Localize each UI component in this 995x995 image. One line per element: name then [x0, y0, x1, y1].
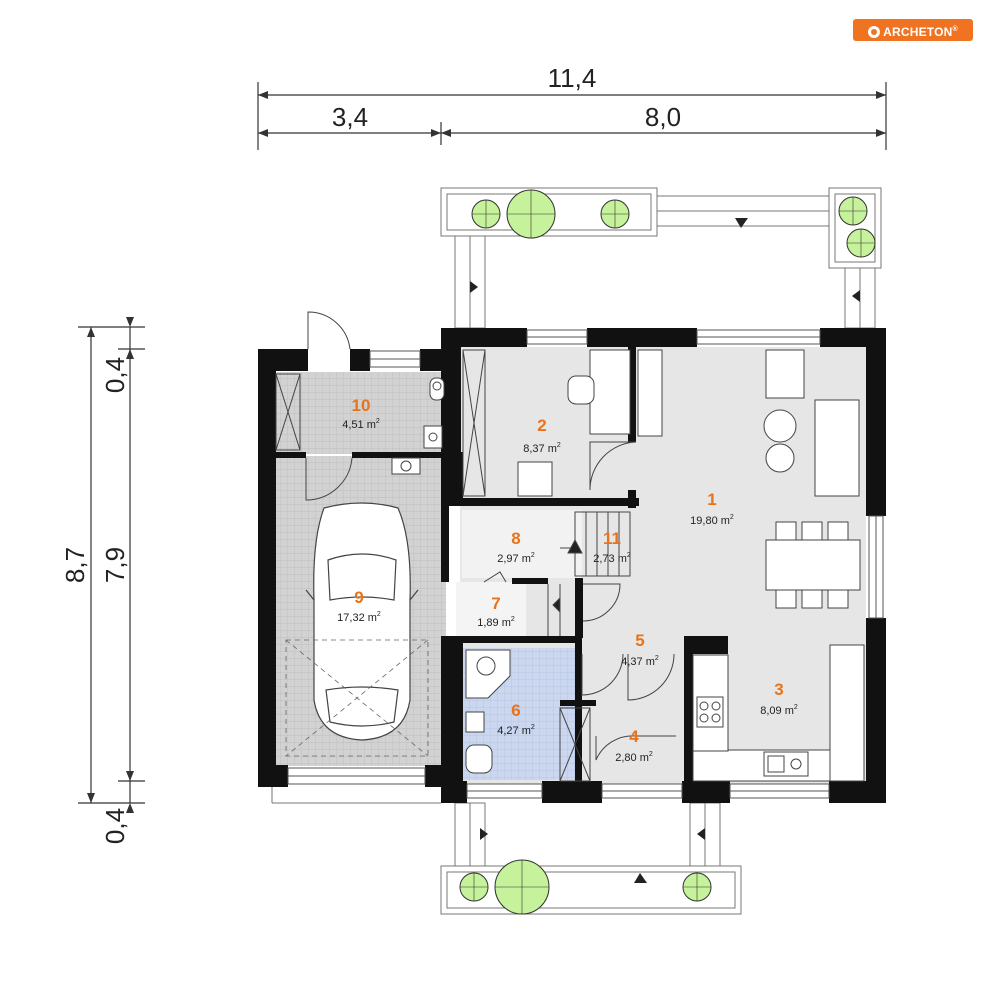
- coffee-table-2: [765, 443, 795, 473]
- toilet-room10: [429, 377, 445, 401]
- bath-toilet: [465, 744, 493, 774]
- kitchen-counter-right: [829, 644, 865, 782]
- room-8-area: 2,97 m2: [497, 552, 535, 565]
- brand-name: ARCHETON: [883, 25, 953, 39]
- room-3-number: 3: [774, 680, 783, 699]
- room-4-area: 2,80 m2: [615, 751, 653, 764]
- room-4-number: 4: [629, 727, 639, 746]
- room-7-area: 1,89 m2: [477, 616, 515, 629]
- dim-left-inner: 7,9: [100, 547, 130, 583]
- archeton-logo: ARCHETON®: [853, 19, 973, 41]
- terrace-bottom: [271, 787, 742, 915]
- room-5-area: 4,37 m2: [621, 655, 659, 668]
- room-5-number: 5: [635, 631, 644, 650]
- room-labels: 1 19,80 m2 2 8,37 m2 3 8,09 m2 4 2,80 m2…: [337, 396, 798, 764]
- terrace-top: [440, 187, 882, 329]
- garage-sink: [391, 457, 421, 475]
- dim-top-right: 8,0: [645, 102, 681, 132]
- brand-registered: ®: [952, 26, 958, 33]
- furniture-details: [400, 381, 802, 773]
- dim-top-total: 11,4: [548, 63, 597, 93]
- room-3-area: 8,09 m2: [760, 704, 798, 717]
- dining-chair: [775, 521, 797, 541]
- room-2-number: 2: [537, 416, 546, 435]
- bath-sink: [465, 711, 485, 733]
- armchair-living: [765, 349, 805, 399]
- kitchen-counter-bottom: [692, 749, 831, 782]
- dining-chair: [775, 589, 797, 609]
- door-swings: [305, 311, 676, 761]
- dining-chair: [801, 521, 823, 541]
- room-6-number: 6: [511, 701, 520, 720]
- walls: [258, 328, 886, 803]
- shelf: [637, 349, 663, 437]
- dimension-arrows: [87, 91, 886, 813]
- entrance-arrows: [470, 218, 860, 883]
- room-1-number: 1: [707, 490, 716, 509]
- dining-chair: [827, 589, 849, 609]
- garage-door-trace: [285, 639, 429, 757]
- room-9-number: 9: [354, 588, 363, 607]
- dim-left-top: 0,4: [100, 357, 130, 393]
- room-1-area: 19,80 m2: [690, 514, 734, 527]
- room-8-number: 8: [511, 529, 520, 548]
- room-6-area: 4,27 m2: [497, 724, 535, 737]
- coffee-table: [763, 409, 797, 443]
- room-11-number: 11: [603, 529, 621, 548]
- wardrobes: [275, 349, 591, 782]
- sink-room10: [423, 425, 443, 449]
- sofa: [814, 399, 860, 497]
- room-2-area: 8,37 m2: [523, 442, 561, 455]
- plant-leaf-lines: [460, 190, 875, 914]
- office-chair: [567, 375, 595, 405]
- staircase: [547, 511, 631, 636]
- dim-top-left: 3,4: [332, 102, 368, 132]
- archeton-logo-icon: [868, 26, 881, 38]
- dining-chair: [827, 521, 849, 541]
- room-10-number: 10: [352, 396, 371, 415]
- dining-chair: [801, 589, 823, 609]
- cooktop: [696, 696, 724, 728]
- room-11-area: 2,73 m2: [593, 552, 631, 565]
- room-7-number: 7: [491, 594, 500, 613]
- dim-left-total: 8,7: [60, 547, 90, 583]
- car-icon: [305, 502, 419, 741]
- window-panes: [288, 336, 877, 792]
- dim-left-bottom: 0,4: [100, 808, 130, 844]
- armchair-room2: [517, 461, 553, 497]
- shower: [465, 649, 511, 699]
- desk: [589, 349, 631, 435]
- dimension-lines: [78, 82, 887, 804]
- room-9-area: 17,32 m2: [337, 611, 381, 624]
- room-10-area: 4,51 m2: [342, 418, 380, 431]
- dining-table: [765, 539, 861, 591]
- furniture: [391, 349, 865, 782]
